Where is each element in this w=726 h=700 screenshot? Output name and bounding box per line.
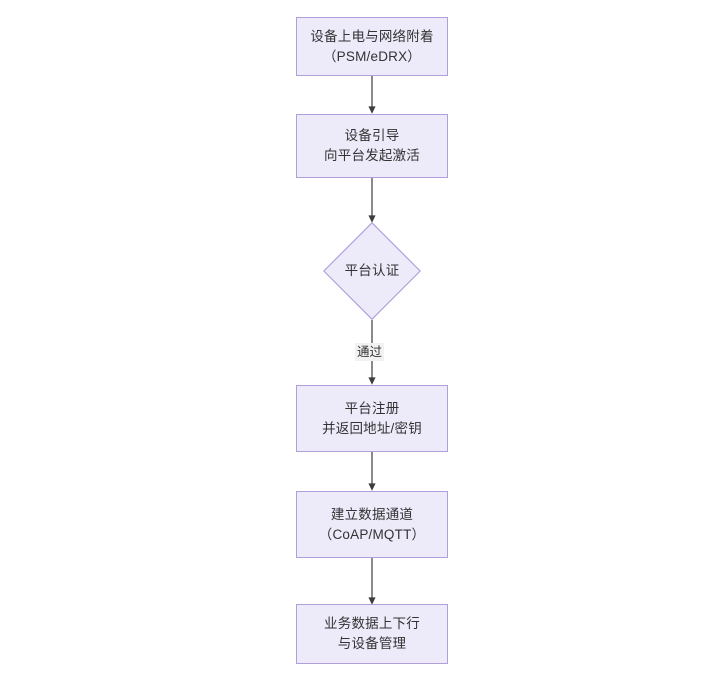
node-platform-register-line1: 平台注册	[344, 400, 400, 416]
node-bootstrap-line2: 向平台发起激活	[324, 148, 420, 163]
node-platform-auth[interactable]: 平台认证	[323, 222, 421, 320]
edge-label-pass: 通过	[355, 343, 385, 361]
node-power-on-line1: 设备上电与网络附着	[310, 28, 434, 44]
node-data-channel-line2: （CoAP/MQTT）	[318, 526, 426, 542]
node-data-channel-line1: 建立数据通道	[330, 506, 414, 522]
node-power-on-line2: （PSM/eDRX）	[322, 48, 422, 64]
node-bootstrap-line1: 设备引导	[344, 128, 400, 143]
edge-label-pass-text: 通过	[357, 345, 383, 359]
diamond-shape	[323, 222, 421, 320]
node-data-channel[interactable]: 建立数据通道 （CoAP/MQTT）	[296, 491, 448, 558]
node-bootstrap[interactable]: 设备引导 向平台发起激活	[296, 114, 448, 178]
node-platform-register[interactable]: 平台注册 并返回地址/密钥	[296, 385, 448, 452]
node-power-on[interactable]: 设备上电与网络附着 （PSM/eDRX）	[296, 17, 448, 76]
node-service-data-line1: 业务数据上下行	[324, 616, 420, 631]
node-service-data[interactable]: 业务数据上下行 与设备管理	[296, 604, 448, 664]
node-platform-register-line2: 并返回地址/密钥	[322, 420, 422, 436]
node-platform-auth-label: 平台认证	[344, 263, 400, 278]
node-service-data-line2: 与设备管理	[337, 636, 407, 651]
